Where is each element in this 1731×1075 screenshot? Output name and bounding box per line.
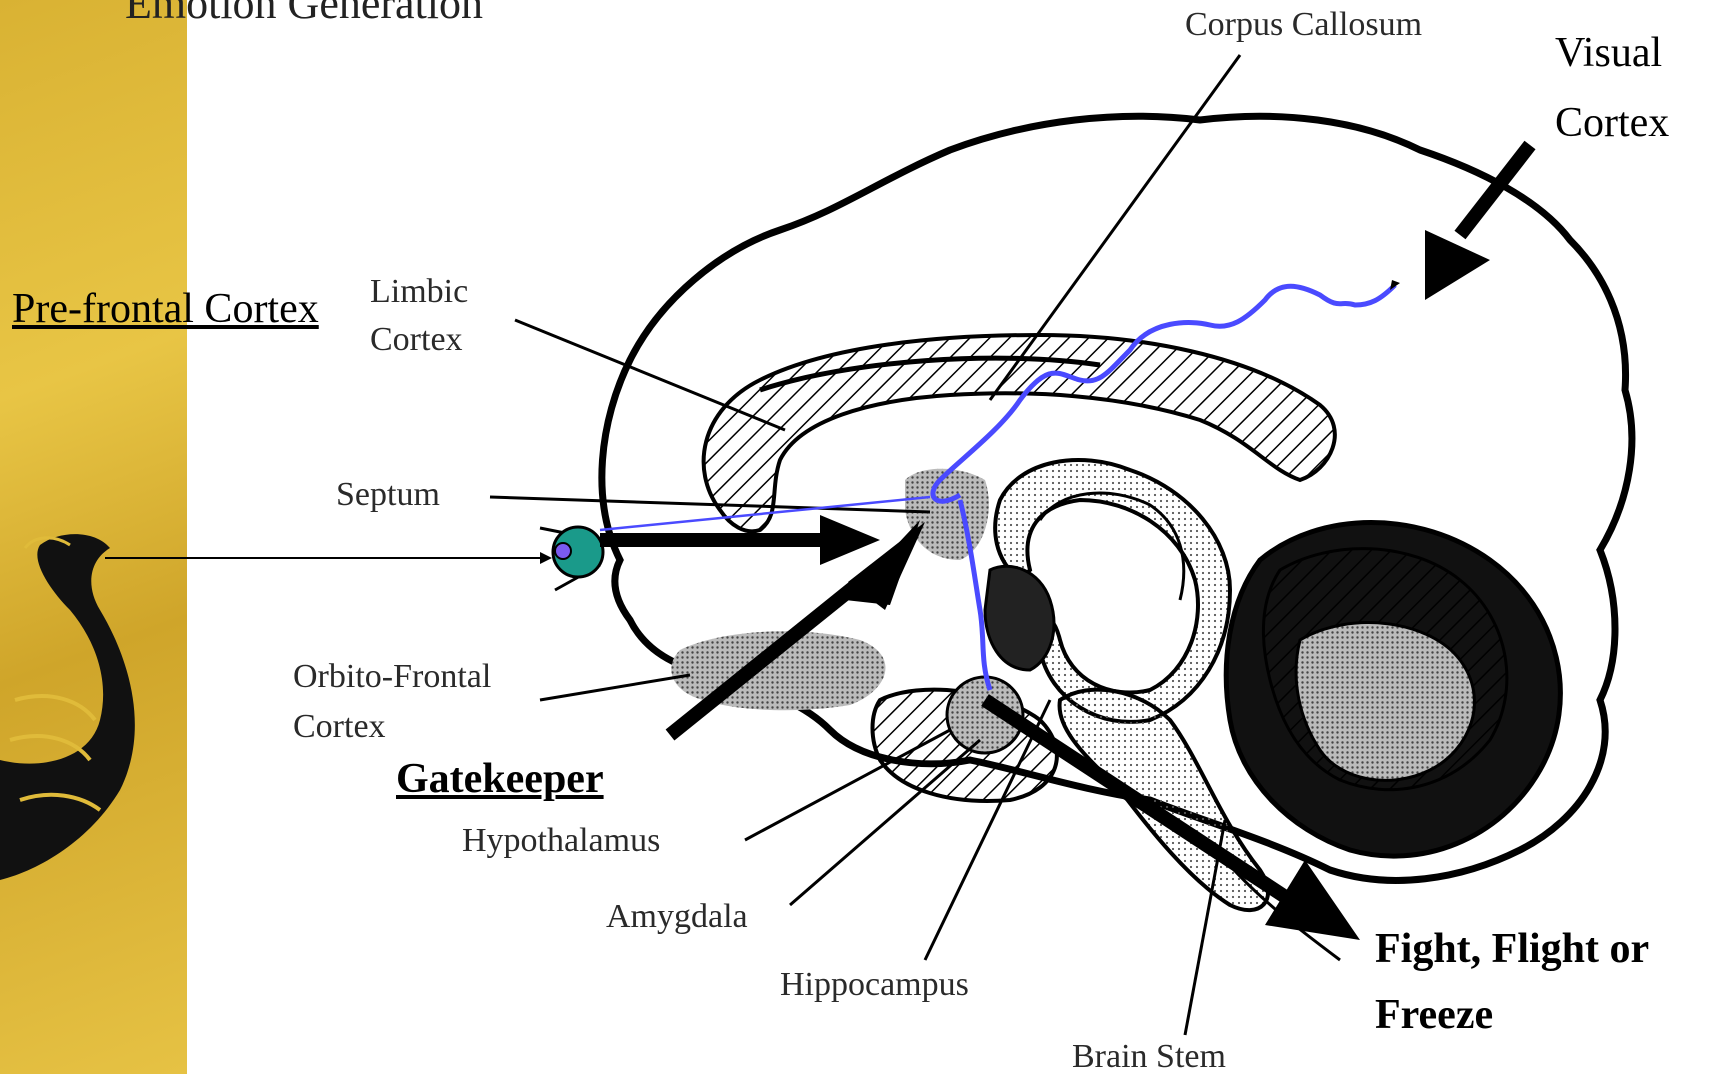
slide-title: Emotion Generation [125,0,483,26]
snake-arrowhead [540,552,552,564]
label-orbito-frontal: Orbito-Frontal Cortex [293,652,491,752]
label-brain-stem: Brain Stem [1072,1040,1226,1074]
label-visual-cortex: Visual Cortex [1555,18,1669,158]
label-prefrontal-cortex: Pre-frontal Cortex [12,288,319,330]
label-limbic-cortex: Limbic Cortex [370,268,468,364]
label-fight-flight-freeze: Fight, Flight or Freeze [1375,916,1649,1048]
snake-icon [0,534,135,880]
label-corpus-callosum: Corpus Callosum [1185,8,1422,42]
label-hippocampus: Hippocampus [780,968,969,1002]
label-hypothalamus: Hypothalamus [462,824,660,858]
label-septum: Septum [336,478,440,512]
label-gatekeeper: Gatekeeper [396,758,604,800]
label-amygdala: Amygdala [606,900,748,934]
